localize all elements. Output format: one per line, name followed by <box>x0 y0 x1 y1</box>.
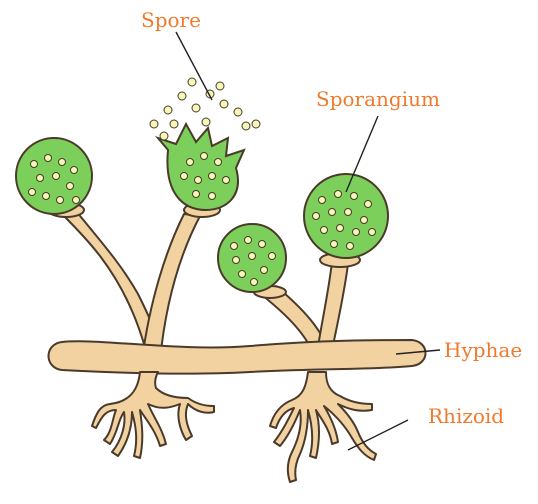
rhizoid-left <box>92 372 214 458</box>
label-spore: Spore <box>141 8 201 32</box>
leader-spore <box>176 32 212 100</box>
label-rhizoid: Rhizoid <box>428 404 504 428</box>
hyphae <box>49 340 426 374</box>
sporangiophore-center <box>142 214 200 360</box>
rhizoids <box>92 372 376 482</box>
sporangium-center-burst <box>158 124 244 210</box>
rhizoid-right <box>270 372 376 482</box>
label-sporangium: Sporangium <box>316 87 440 111</box>
label-hyphae: Hyphae <box>444 338 522 362</box>
